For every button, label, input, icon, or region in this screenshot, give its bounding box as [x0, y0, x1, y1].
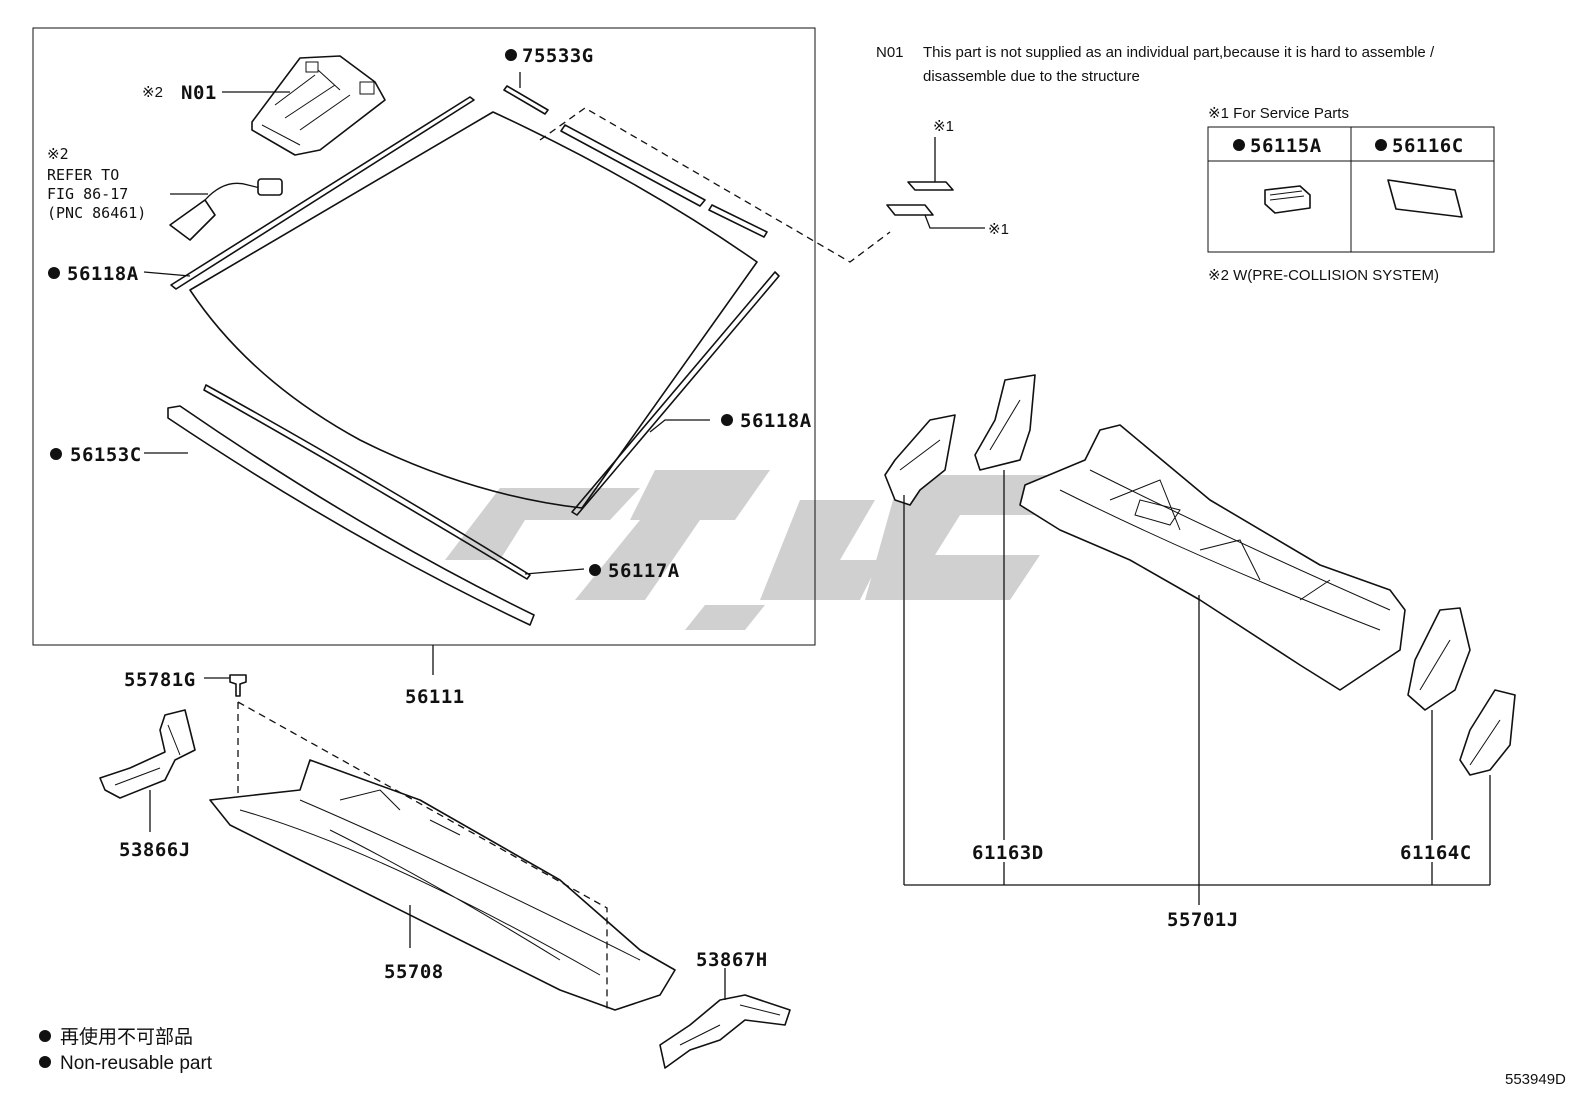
legend-jp: 再使用不可部品 [60, 1026, 193, 1048]
windshield-glass [189, 111, 758, 509]
label-53867h: 53867H [696, 949, 768, 971]
note-code: N01 [876, 44, 904, 61]
label-55701j: 55701J [1167, 909, 1239, 931]
service-parts-table [1207, 126, 1495, 253]
label-56118a-left: 56118A [67, 263, 139, 285]
bullet-75533g [505, 49, 517, 61]
note-line2: disassemble due to the structure [923, 68, 1140, 85]
dash-panel-55701j [1019, 424, 1406, 691]
legend-en: Non-reusable part [60, 1053, 213, 1074]
label-55781g: 55781G [124, 669, 196, 691]
bracket-61164c-lower [1459, 689, 1516, 776]
camera-bracket-n01 [251, 55, 386, 156]
label-56117a: 56117A [608, 560, 680, 582]
figure-id: 553949D [1505, 1071, 1566, 1088]
lower-moulding-56153c [167, 405, 535, 626]
side-moulding-left [170, 96, 475, 290]
bracket-53867h [659, 994, 791, 1069]
bracket-61164c-upper [1407, 607, 1471, 711]
service-part-1: 56115A [1250, 135, 1322, 157]
refer-line2: REFER TO [47, 166, 119, 184]
bullet-56153c [50, 448, 62, 460]
upper-moulding-strip-end [708, 204, 768, 238]
bracket-61163d-left [884, 414, 956, 506]
bracket-61163d-upper [974, 374, 1036, 471]
label-75533g: 75533G [522, 45, 594, 67]
bullet-56117a [589, 564, 601, 576]
label-56118a-right: 56118A [740, 410, 812, 432]
bullet-56115a [1233, 139, 1245, 151]
refer-line3: FIG 86-17 [47, 185, 128, 203]
bullet-56116c [1375, 139, 1387, 151]
watermark-logo [445, 470, 1090, 630]
service-part-2: 56116C [1392, 135, 1464, 157]
leader-56118a-right [649, 419, 710, 433]
label-61163d: 61163D [972, 842, 1044, 864]
label-56111: 56111 [405, 686, 465, 708]
upper-moulding-strip [560, 124, 706, 207]
note-line1: This part is not supplied as an individu… [923, 44, 1435, 61]
mark2-n01: ※2 [142, 84, 163, 101]
label-n01: N01 [181, 82, 217, 104]
bullet-56118a-left [48, 267, 60, 279]
bullet-56118a-right [721, 414, 733, 426]
bullet-legend-en [39, 1056, 51, 1068]
sensor-harness [169, 178, 283, 241]
refer-line4: (PNC 86461) [47, 204, 146, 222]
label-56153c: 56153C [70, 444, 142, 466]
cowl-dash-line [237, 701, 608, 1012]
cowl-top-panel-55708 [209, 759, 676, 1011]
clip-55781g [229, 674, 247, 697]
service-dash-line [539, 107, 891, 263]
service-clip-upper [907, 181, 954, 191]
label-55708: 55708 [384, 961, 444, 983]
mark1-bottom: ※1 [988, 221, 1009, 238]
side-moulding-right [571, 271, 780, 516]
leader-group-bar [904, 862, 1490, 886]
service-title: ※1 For Service Parts [1208, 105, 1349, 122]
upper-moulding-75533g [503, 85, 549, 115]
service-clip-lower [886, 204, 934, 216]
leader-56118a-left [143, 271, 191, 277]
leader-56117a [524, 568, 585, 575]
leader-mark1-bottom [924, 214, 985, 229]
refer-line1: ※2 [47, 145, 69, 163]
label-61164c: 61164C [1400, 842, 1472, 864]
bullet-legend-jp [39, 1030, 51, 1042]
bracket-53866j [99, 709, 196, 799]
mark1-top: ※1 [933, 118, 954, 135]
dam-56117a [203, 384, 531, 580]
precollision-note: ※2 W(PRE-COLLISION SYSTEM) [1208, 267, 1439, 284]
windshield-group-frame [32, 27, 816, 646]
label-53866j: 53866J [119, 839, 191, 861]
